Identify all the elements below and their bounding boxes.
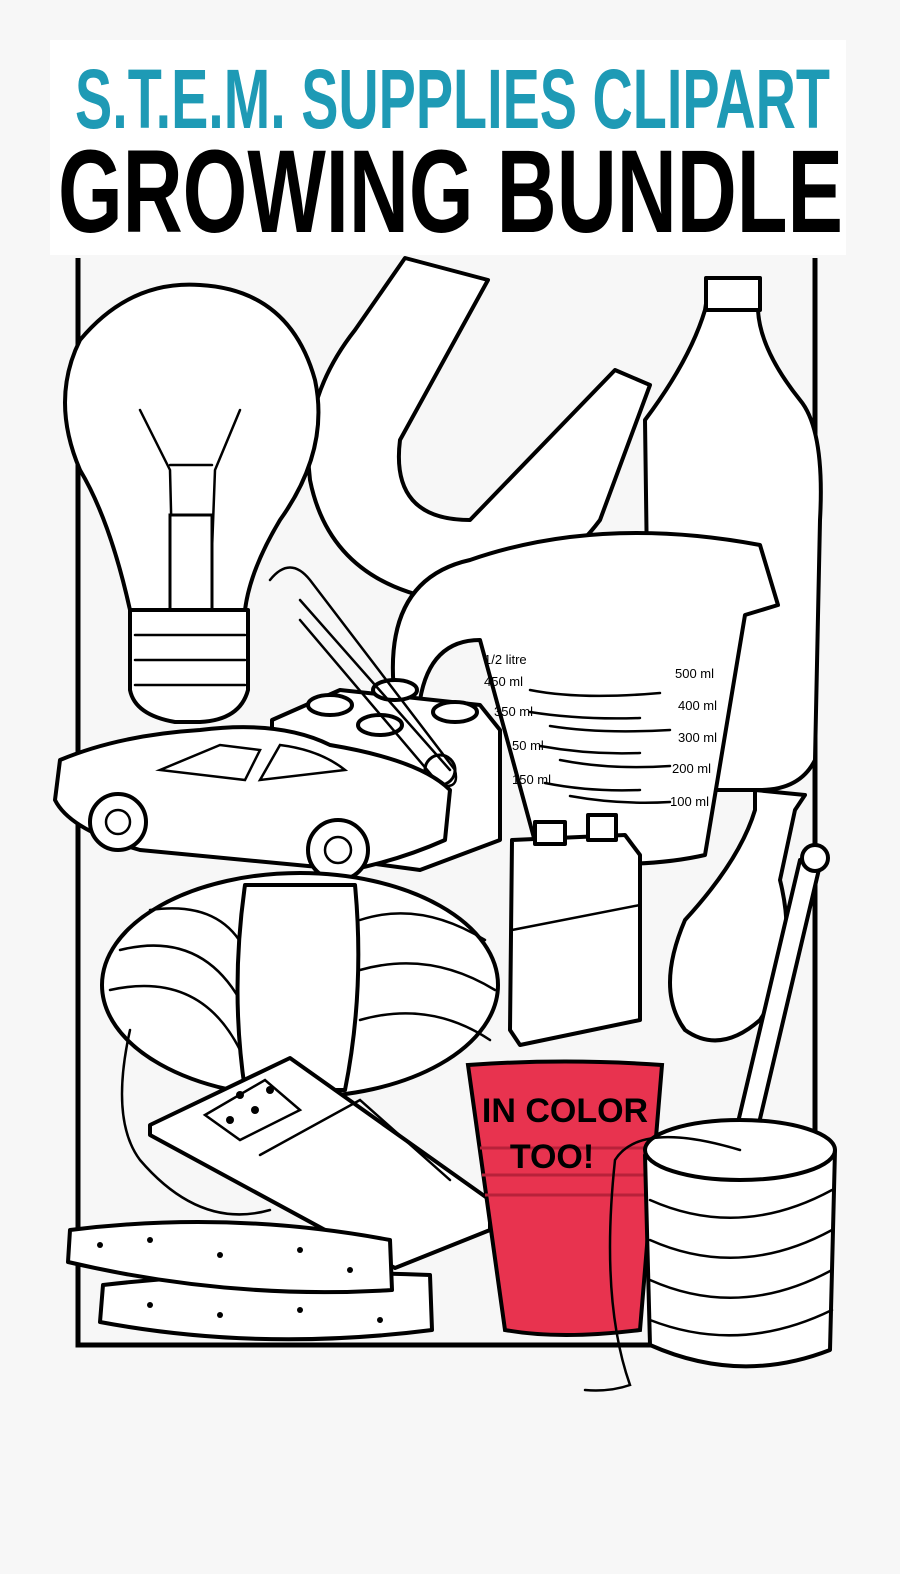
battery <box>508 813 642 1047</box>
cup-label-left: 350 ml <box>494 704 533 719</box>
toy-car <box>53 725 452 882</box>
cup-label-right: 300 ml <box>678 730 717 745</box>
yarn-ball <box>100 871 500 1216</box>
title-line1: S.T.E.M. SUPPLIES CLIPART <box>75 52 830 146</box>
cup-label-right: 500 ml <box>675 666 714 681</box>
cup-label-right: 100 ml <box>670 794 709 809</box>
red-cup-text-line2: TOO! <box>510 1138 594 1176</box>
red-cup: IN COLOR TOO! <box>465 1059 665 1337</box>
cup-label-left: 150 ml <box>512 772 551 787</box>
sponges <box>66 1220 434 1342</box>
cup-label-right: 200 ml <box>672 761 711 776</box>
cup-label-left: 450 ml <box>484 674 523 689</box>
title-box <box>50 40 846 255</box>
cup-label-right: 400 ml <box>678 698 717 713</box>
light-bulb <box>63 282 321 724</box>
cup-label-left: 1/2 litre <box>484 652 527 667</box>
cup-label-left: 50 ml <box>512 738 544 753</box>
red-cup-text-line1: IN COLOR <box>482 1092 648 1130</box>
title-line2: GROWING BUNDLE <box>58 126 843 258</box>
measuring-cup: 1/2 litre 450 ml 350 ml 50 ml 150 ml 500… <box>390 531 780 866</box>
twine-spool <box>583 1118 837 1392</box>
